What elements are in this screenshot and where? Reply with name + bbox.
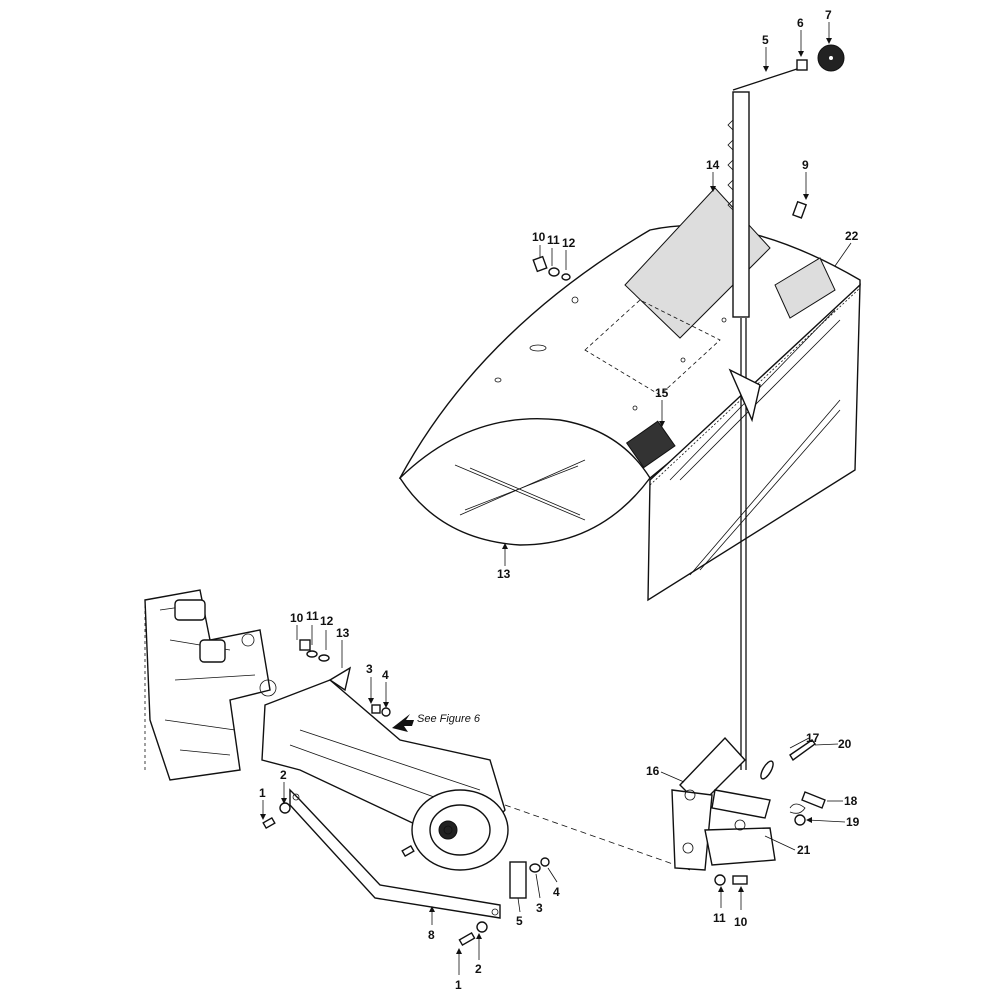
callout-3-strap: 3 [536,901,543,915]
callout-11-bracket: 11 [713,911,726,925]
callout-1-upper: 1 [259,786,266,800]
callout-15: 15 [655,386,669,400]
small-hardware [262,639,550,947]
callout-10-housing: 10 [290,611,304,625]
hitch-strap [289,788,501,919]
callout-3-housing: 3 [366,662,373,676]
shield-hardware [532,200,808,281]
callout-22: 22 [845,229,859,243]
callout-17: 17 [806,731,820,745]
callout-6: 6 [797,16,804,30]
callout-10-shield: 10 [532,230,546,244]
callout-13-shield: 13 [497,567,511,581]
callout-11-housing: 11 [306,609,319,623]
callout-16: 16 [646,764,660,778]
callout-5-strap: 5 [516,914,523,928]
callout-19: 19 [846,815,860,829]
callout-1-lower: 1 [455,978,462,992]
callout-5: 5 [762,33,769,47]
callout-4-strap: 4 [553,885,560,899]
callout-13-housing: 13 [336,626,350,640]
callout-18: 18 [844,794,858,808]
callout-7: 7 [825,8,832,22]
callout-2-lower: 2 [475,962,482,976]
callout-21: 21 [797,843,811,857]
callout-10-bracket: 10 [734,915,748,929]
callout-labels: 5 6 7 14 9 22 10 11 12 15 13 10 11 12 13… [259,8,860,992]
see-figure-arrow [392,714,414,732]
callout-9: 9 [802,158,809,172]
tiller-frame [144,589,691,871]
bracket-assembly [671,736,826,886]
callout-8: 8 [428,928,435,942]
leader-lines [260,22,852,975]
callout-4-housing: 4 [382,668,389,682]
callout-12-housing: 12 [320,614,334,628]
callout-12-shield: 12 [562,236,576,250]
callout-20: 20 [838,737,852,751]
callout-2-upper: 2 [280,768,287,782]
callout-14: 14 [706,158,720,172]
callout-11-shield: 11 [547,233,560,247]
see-figure-note: See Figure 6 [417,713,481,725]
depth-bar [727,44,845,770]
